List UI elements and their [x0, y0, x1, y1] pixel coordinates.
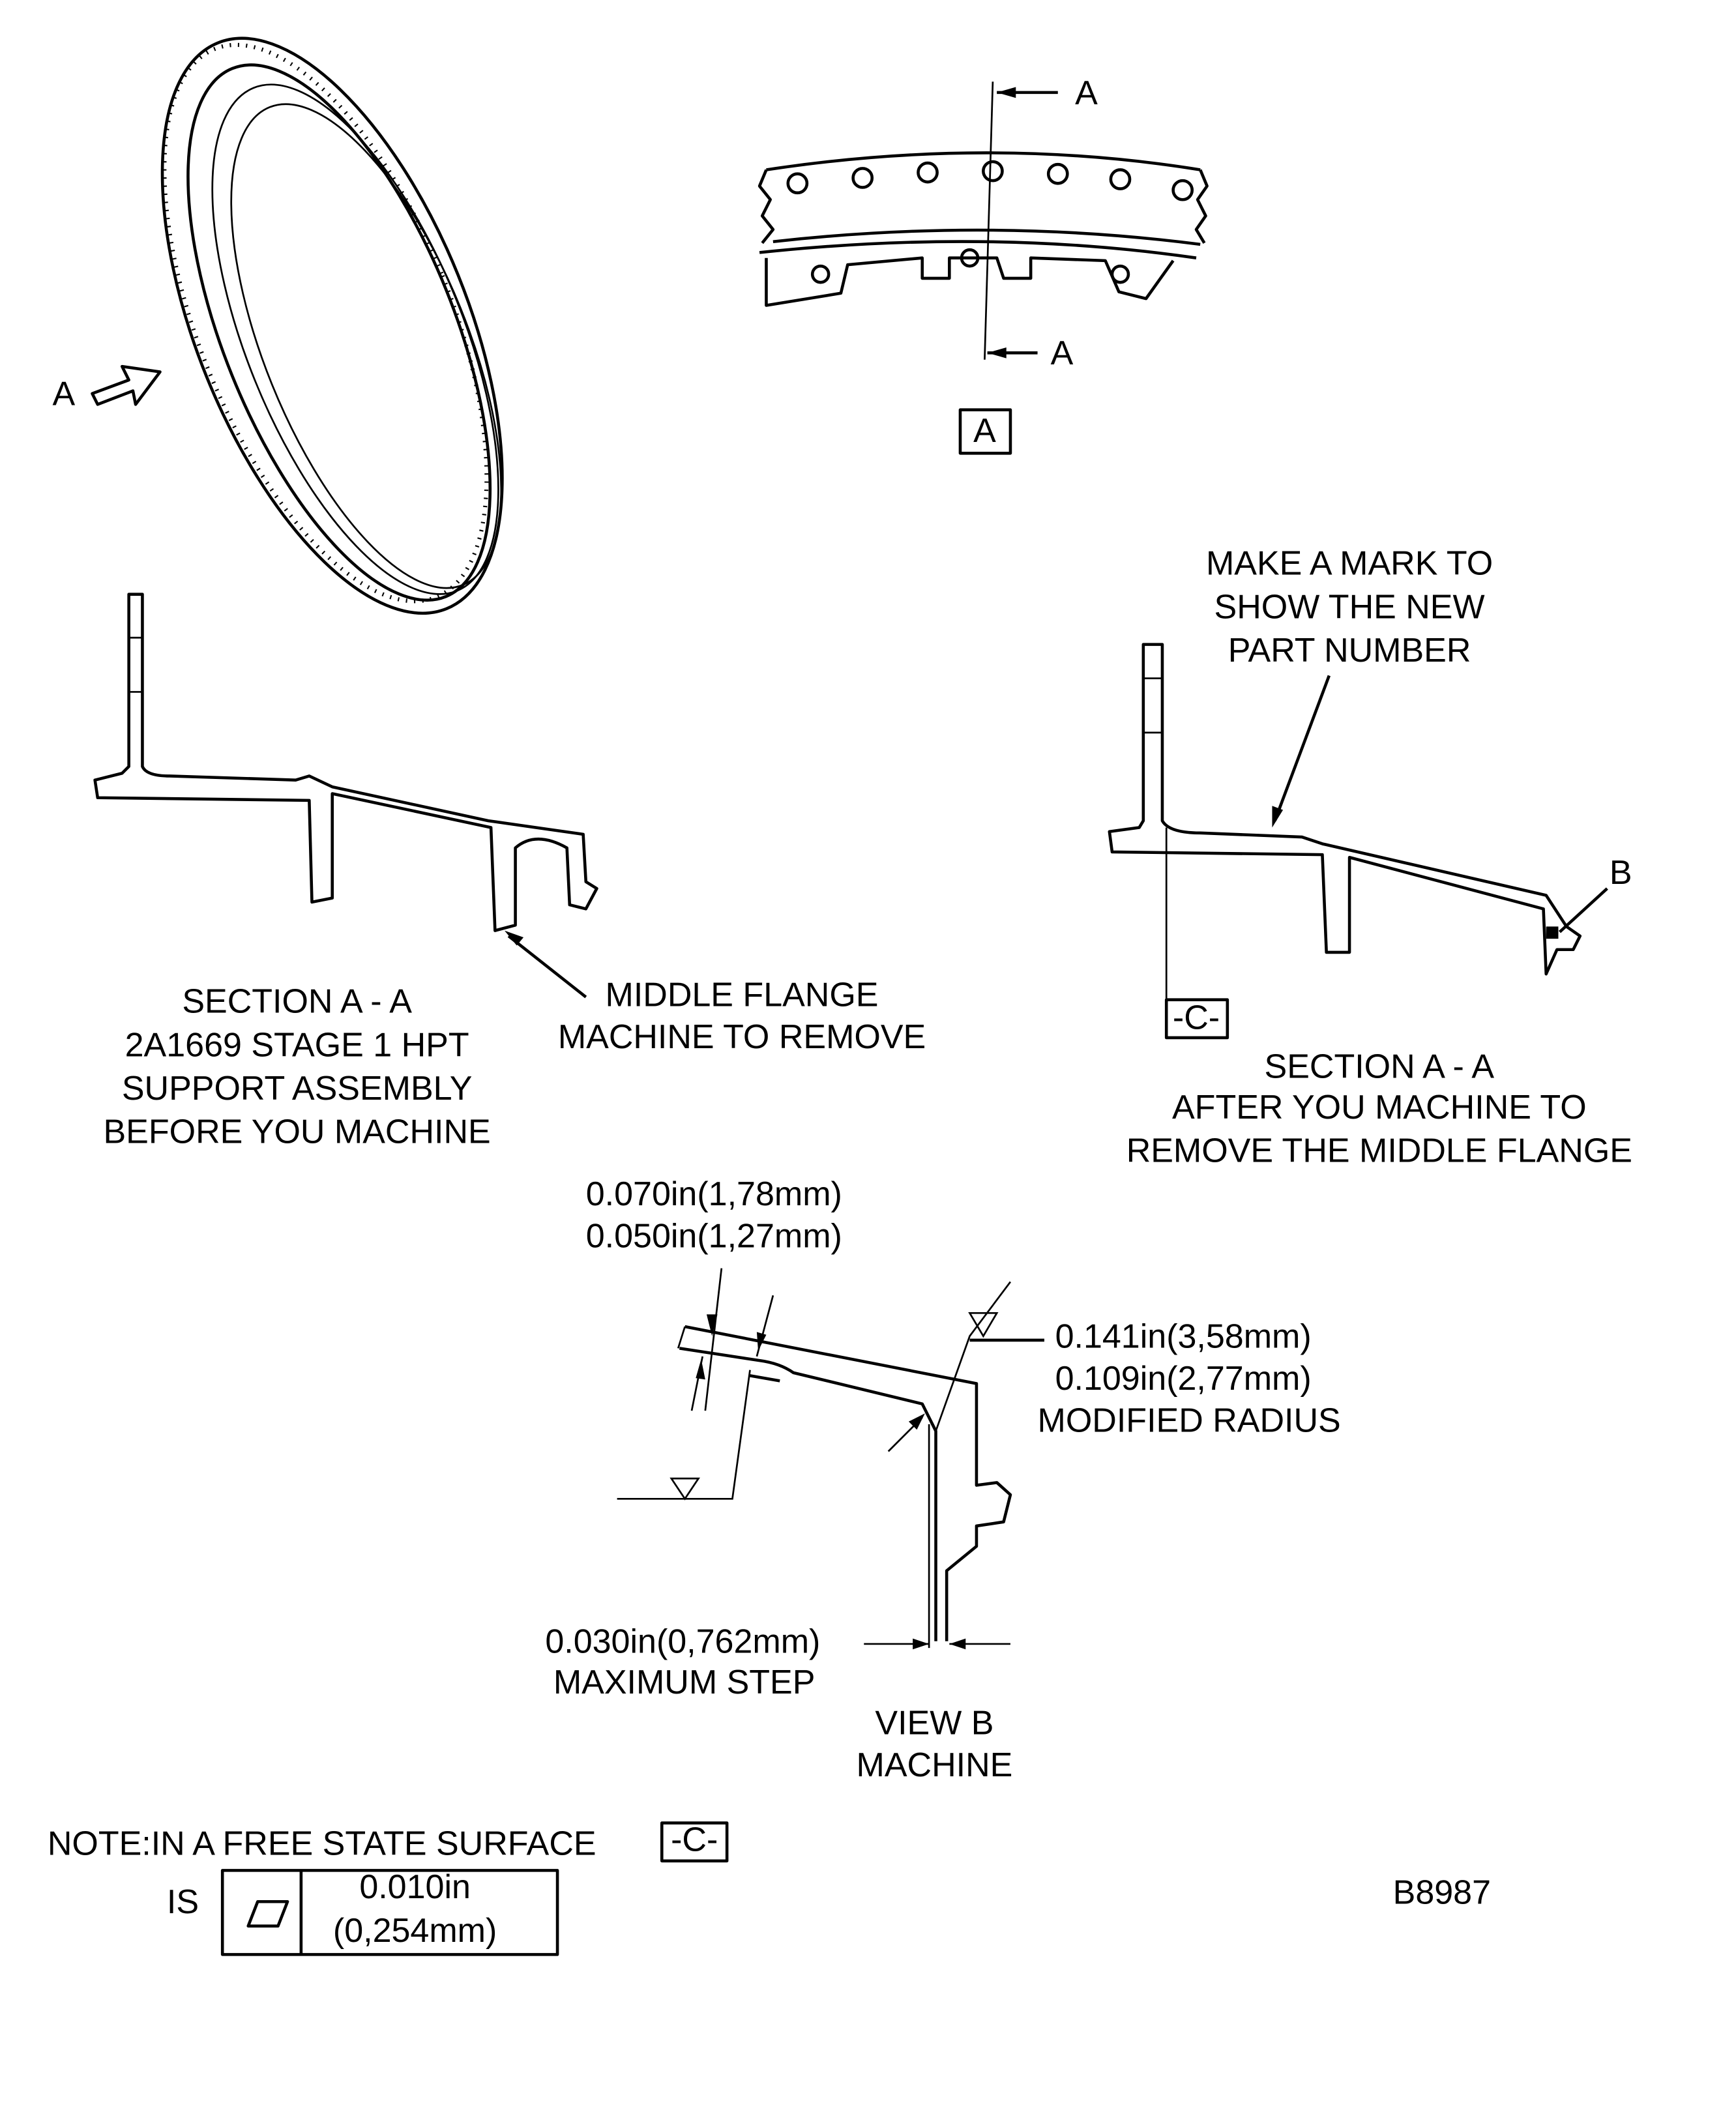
- flatness-note: NOTE:IN A FREE STATE SURFACE -C- IS 0.01…: [48, 1821, 729, 1956]
- radius-label: MODIFIED RADIUS: [1038, 1402, 1341, 1440]
- svg-text:BEFORE YOU MACHINE: BEFORE YOU MACHINE: [103, 1113, 490, 1151]
- view-a-arrow-label: A: [52, 375, 75, 413]
- tolerance-in: 0.010in: [359, 1868, 471, 1906]
- view-b-dimensions: 0.070in(1,78mm) 0.050in(1,27mm) 0.141in(…: [545, 1175, 1340, 1784]
- thickness-min: 0.050in(1,27mm): [586, 1218, 842, 1255]
- datum-c-label: -C-: [1173, 999, 1220, 1037]
- view-b-subtitle: MACHINE: [857, 1746, 1013, 1784]
- section-marker-bottom: A: [1051, 334, 1074, 372]
- step-label: MAXIMUM STEP: [553, 1664, 816, 1701]
- section-before-drawing: [93, 593, 598, 999]
- svg-text:SHOW THE NEW: SHOW THE NEW: [1214, 588, 1485, 626]
- view-a-segment: A A A: [758, 74, 1209, 455]
- is-label: IS: [167, 1883, 199, 1921]
- svg-text:SUPPORT ASSEMBLY: SUPPORT ASSEMBLY: [122, 1070, 473, 1108]
- radius-max: 0.141in(3,58mm): [1055, 1318, 1312, 1356]
- figure-id: B8987: [1393, 1874, 1491, 1912]
- view-label: A: [973, 412, 996, 450]
- svg-text:2A1669 STAGE 1 HPT: 2A1669 STAGE 1 HPT: [125, 1026, 469, 1064]
- section-after-drawing: -C- B: [1108, 643, 1632, 1040]
- svg-text:REMOVE THE MIDDLE FLANGE: REMOVE THE MIDDLE FLANGE: [1126, 1132, 1632, 1170]
- thickness-max: 0.070in(1,78mm): [586, 1175, 842, 1213]
- radius-min: 0.109in(2,77mm): [1055, 1360, 1312, 1398]
- middle-flange-callout: MIDDLE FLANGE MACHINE TO REMOVE: [558, 976, 926, 1055]
- section-after-caption: SECTION A - A AFTER YOU MACHINE TO REMOV…: [1126, 1048, 1632, 1170]
- feature-control-frame: [220, 1869, 559, 1956]
- svg-text:SECTION A - A: SECTION A - A: [182, 983, 412, 1021]
- svg-text:MIDDLE FLANGE: MIDDLE FLANGE: [606, 976, 879, 1014]
- note-text: NOTE:IN A FREE STATE SURFACE: [48, 1825, 596, 1863]
- view-b-marker: B: [1610, 854, 1632, 892]
- mark-note: MAKE A MARK TO SHOW THE NEW PART NUMBER: [1206, 545, 1493, 669]
- step-value: 0.030in(0,762mm): [545, 1623, 820, 1661]
- svg-text:AFTER YOU MACHINE TO: AFTER YOU MACHINE TO: [1172, 1089, 1587, 1126]
- view-b-title: VIEW B: [875, 1705, 993, 1742]
- svg-text:SECTION A - A: SECTION A - A: [1265, 1048, 1495, 1086]
- flatness-icon: [246, 1900, 289, 1928]
- svg-text:MACHINE TO REMOVE: MACHINE TO REMOVE: [558, 1018, 926, 1056]
- view-label-box: [958, 408, 1012, 455]
- view-a-arrow: A: [52, 364, 162, 413]
- section-marker-top: A: [1075, 74, 1098, 112]
- section-before-caption: SECTION A - A 2A1669 STAGE 1 HPT SUPPORT…: [103, 983, 490, 1151]
- tolerance-mm: (0,254mm): [333, 1912, 497, 1950]
- svg-text:MAKE A MARK TO: MAKE A MARK TO: [1206, 545, 1493, 583]
- note-datum: -C-: [671, 1821, 718, 1858]
- svg-text:PART NUMBER: PART NUMBER: [1228, 632, 1471, 669]
- ring-illustration: [160, 37, 504, 615]
- view-b-drawing: [617, 1268, 1044, 1650]
